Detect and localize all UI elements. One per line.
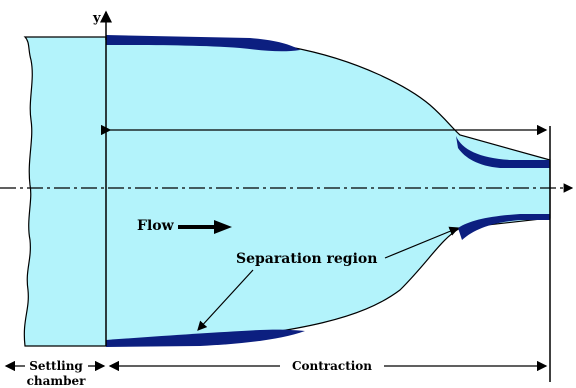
separation-leader-bottom	[197, 269, 254, 331]
settling-chamber-label-line2: chamber	[27, 374, 87, 388]
contraction-label: Contraction	[292, 359, 372, 373]
separation-region-bottom	[106, 329, 305, 347]
separation-region-label: Separation region	[236, 251, 377, 267]
settling-chamber-label-line1: Settling	[29, 359, 83, 373]
flow-arrow	[178, 220, 232, 234]
y-axis-label: y	[92, 11, 101, 26]
flow-label: Flow	[137, 218, 175, 234]
separation-region-upper-right	[456, 136, 550, 168]
separation-leader-right	[384, 226, 460, 259]
fluid-region	[23, 36, 551, 347]
separation-region-top	[106, 35, 300, 52]
separation-region-lower-right	[458, 214, 550, 240]
